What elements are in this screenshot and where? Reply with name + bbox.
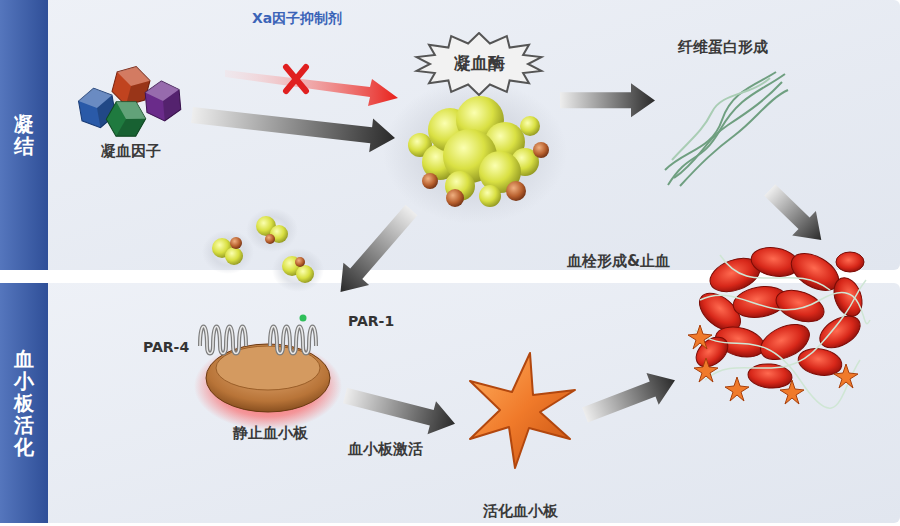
thrombin-small bbox=[225, 247, 243, 265]
clot bbox=[720, 255, 830, 290]
fibrin-strands bbox=[680, 90, 788, 186]
flow-arrow bbox=[560, 83, 655, 117]
fibrin-strands bbox=[672, 78, 770, 160]
thrombin-small bbox=[230, 237, 242, 249]
clot bbox=[814, 310, 865, 355]
coagulation-factors bbox=[162, 90, 182, 121]
inhibitor-arrow bbox=[225, 67, 398, 106]
clot bbox=[695, 330, 860, 408]
label-holder: PAR-4 bbox=[143, 337, 189, 356]
thrombin-blob bbox=[422, 173, 438, 189]
inhibitor-arrow bbox=[225, 70, 398, 106]
clot bbox=[834, 364, 858, 388]
thrombin-small bbox=[265, 234, 275, 244]
starburst-outline bbox=[417, 33, 542, 95]
flow-arrow bbox=[764, 184, 821, 240]
clot bbox=[688, 325, 858, 404]
thrombin-blob bbox=[479, 185, 501, 207]
thrombin-blob bbox=[533, 142, 549, 158]
inhibitor-arrow bbox=[286, 67, 306, 91]
fibrin-group: 纤维蛋白形成 bbox=[655, 30, 790, 190]
clot-group: 血栓形成&止血 bbox=[675, 240, 870, 405]
node-text: 凝血酶 bbox=[454, 53, 505, 73]
thrombin-small bbox=[296, 265, 314, 283]
fibrin-strands bbox=[668, 74, 785, 185]
coagulation-factors bbox=[144, 80, 181, 123]
activated-platelet bbox=[470, 353, 575, 468]
node-text: 凝结 bbox=[14, 113, 34, 157]
clot bbox=[694, 358, 718, 382]
platelet-group: 活化血小板 bbox=[455, 345, 585, 520]
resting-platelet bbox=[194, 315, 342, 431]
inhibitor-arrow bbox=[286, 67, 306, 91]
thrombin-small bbox=[295, 257, 305, 267]
panel-ground bbox=[0, 0, 900, 270]
thrombin-small bbox=[272, 248, 324, 292]
flow-arrow bbox=[341, 205, 418, 292]
coagulation-factors bbox=[101, 93, 150, 145]
resting-platelet bbox=[300, 315, 307, 322]
panel-ground bbox=[0, 283, 900, 523]
drug-label: Xa因子抑制剂 bbox=[252, 10, 342, 26]
flow-arrow bbox=[343, 388, 455, 434]
section-band: 凝结凝血因子 凝血酶 纤维蛋白形成 bbox=[0, 0, 900, 270]
resting-platelet bbox=[200, 327, 246, 354]
thrombin-blob bbox=[506, 181, 526, 201]
clot bbox=[829, 274, 867, 320]
clot bbox=[700, 292, 870, 323]
section-band: 血小板活化静止血小板活化血小板 bbox=[0, 283, 900, 523]
coagulation-factors bbox=[116, 110, 146, 144]
section-bar: 凝结 bbox=[0, 0, 48, 270]
flow-arrow bbox=[582, 373, 675, 423]
thrombin-burst: 凝血酶 bbox=[395, 30, 560, 210]
clot bbox=[725, 377, 749, 401]
resting-platelet bbox=[200, 327, 246, 354]
clot bbox=[705, 280, 866, 380]
thrombin-blob bbox=[383, 80, 567, 224]
edge-label-holder: 血小板激活 bbox=[346, 438, 425, 457]
node-text: 血栓形成&止血 bbox=[567, 252, 670, 270]
coagulation-factors bbox=[144, 80, 181, 123]
fibrin-strands bbox=[665, 72, 776, 170]
clot bbox=[836, 252, 864, 272]
thrombin-small bbox=[202, 208, 324, 292]
coagulation-factors bbox=[77, 62, 182, 145]
edge-label: 血小板激活 bbox=[346, 439, 425, 457]
clot bbox=[780, 380, 804, 404]
thrombin-blob bbox=[446, 189, 464, 207]
coagulation-factors bbox=[101, 93, 150, 145]
platelet-group: 静止血小板 bbox=[195, 292, 345, 442]
node-text: 纤维蛋白形成 bbox=[678, 38, 768, 56]
clot bbox=[688, 325, 712, 349]
flow-arrow bbox=[191, 107, 395, 152]
node-text: 血小板活化 bbox=[14, 348, 34, 458]
thrombin-small bbox=[202, 230, 254, 274]
label-holder: PAR-1 bbox=[348, 311, 394, 330]
resting-platelet bbox=[194, 342, 342, 430]
node-text: 静止血小板 bbox=[233, 424, 308, 442]
label-holder: Xa因子抑制剂 bbox=[252, 8, 342, 27]
clot bbox=[688, 244, 870, 408]
resting-platelet bbox=[270, 327, 316, 354]
node-text: 凝血因子 bbox=[101, 142, 161, 160]
thrombin-small bbox=[246, 208, 298, 252]
activated-platelet bbox=[470, 353, 575, 468]
clot bbox=[695, 255, 870, 408]
section-bar: 血小板活化 bbox=[0, 283, 48, 523]
fibrin-strands bbox=[665, 72, 788, 186]
node-text: 活化血小板 bbox=[483, 502, 558, 520]
receptor-label: PAR-4 bbox=[143, 339, 189, 355]
fibrin-strands bbox=[674, 82, 782, 178]
factor-group: 凝血因子 bbox=[70, 60, 192, 160]
thrombin-blob bbox=[520, 116, 540, 136]
resting-platelet bbox=[270, 327, 316, 354]
receptor-label: PAR-1 bbox=[348, 313, 394, 329]
thrombin-blob bbox=[383, 80, 567, 224]
clot bbox=[772, 284, 829, 327]
